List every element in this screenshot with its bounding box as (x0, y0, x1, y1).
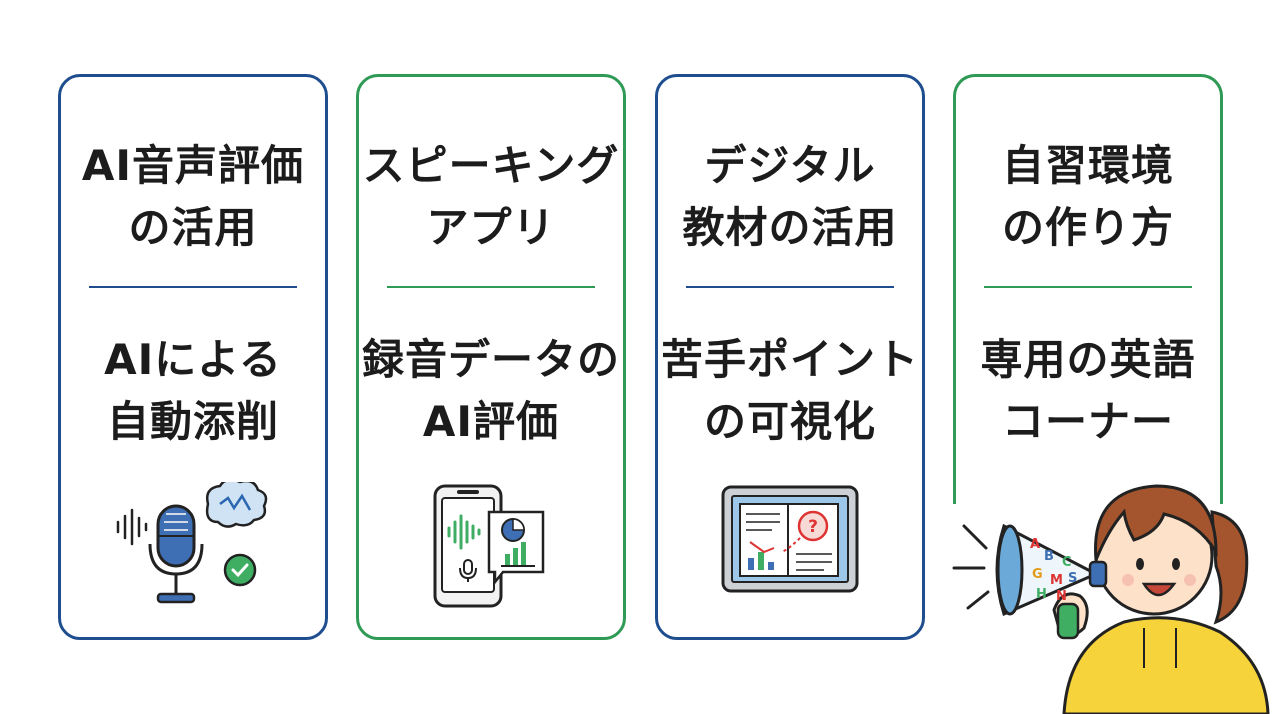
card-subtitle-line1: 録音データの (361, 335, 620, 384)
card-subtitle: 録音データの AI評価 (359, 329, 623, 453)
card-subtitle: 苦手ポイント の可視化 (658, 329, 922, 453)
card-title-line1: デジタル (704, 141, 876, 190)
card-title-line1: 自習環境 (1001, 141, 1174, 190)
megaphone-girl-illustration: A B C G M S H N (952, 484, 1270, 714)
card-subtitle: AIによる 自動添削 (61, 329, 325, 453)
divider (89, 286, 297, 288)
svg-text:G: G (1032, 567, 1043, 582)
svg-text:C: C (1062, 555, 1072, 570)
svg-text:M: M (1050, 573, 1063, 588)
card-subtitle-line2: コーナー (1001, 397, 1174, 446)
svg-text:N: N (1056, 589, 1067, 604)
card-subtitle: 専用の英語 コーナー (956, 329, 1220, 453)
svg-text:H: H (1036, 587, 1047, 602)
card-title-line1: AI音声評価 (81, 141, 305, 190)
card-digital-materials: デジタル 教材の活用 苦手ポイント の可視化 ? (655, 74, 925, 640)
smartphone-app-icon (433, 484, 545, 608)
card-subtitle-line1: AIによる (104, 335, 282, 384)
card-title-line2: の活用 (128, 203, 258, 252)
card-ai-voice-evaluation: AI音声評価 の活用 AIによる 自動添削 (58, 74, 328, 640)
svg-text:B: B (1044, 549, 1054, 564)
sound-lines-icon (952, 524, 990, 610)
divider (686, 286, 894, 288)
card-self-study-environment: 自習環境 の作り方 専用の英語 コーナー (953, 74, 1223, 504)
divider (387, 286, 595, 288)
microphone-brain-icon (116, 482, 268, 604)
svg-text:?: ? (808, 517, 818, 537)
card-subtitle-line2: AI評価 (422, 397, 560, 446)
tablet-textbook-icon: ? (721, 485, 859, 593)
card-subtitle-line2: 自動添削 (106, 397, 279, 446)
card-title: 自習環境 の作り方 (956, 135, 1220, 259)
divider (984, 286, 1192, 288)
card-title-line2: アプリ (426, 203, 556, 252)
svg-text:A: A (1030, 537, 1040, 552)
svg-text:S: S (1068, 571, 1077, 586)
card-title: スピーキング アプリ (359, 135, 623, 259)
card-subtitle-line1: 専用の英語 (980, 335, 1196, 384)
card-subtitle-line1: 苦手ポイント (660, 335, 919, 384)
card-subtitle-line2: の可視化 (703, 397, 876, 446)
card-title-line1: スピーキング (362, 141, 620, 190)
card-speaking-app: スピーキング アプリ 録音データの AI評価 (356, 74, 626, 640)
card-title-line2: 教材の活用 (682, 203, 898, 252)
card-title: デジタル 教材の活用 (658, 135, 922, 259)
card-title-line2: の作り方 (1001, 203, 1174, 252)
card-title: AI音声評価 の活用 (61, 135, 325, 259)
